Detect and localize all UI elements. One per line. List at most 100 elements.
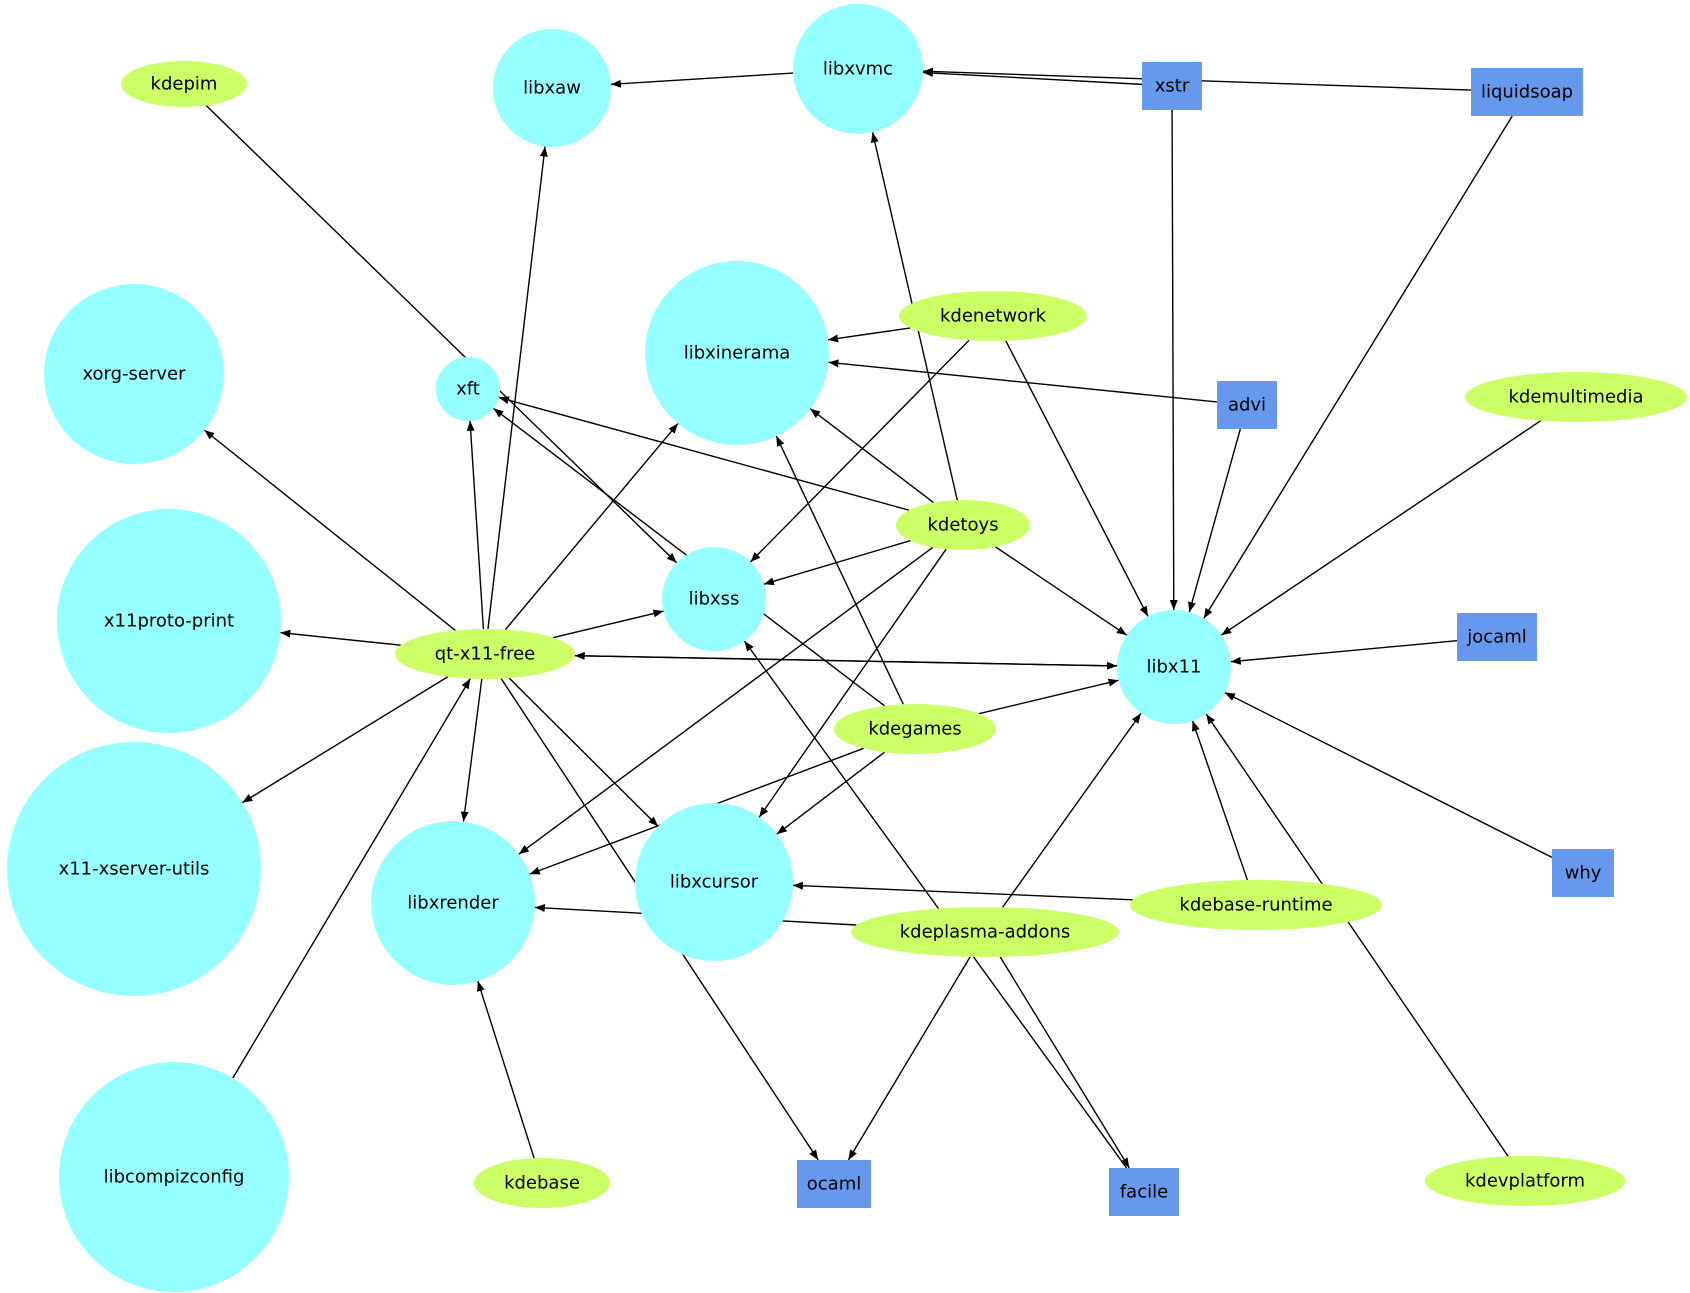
node-kdenetwork[interactable]: kdenetwork — [899, 291, 1087, 341]
edge-kdetoys-to-xft — [498, 396, 910, 511]
node-label: kdemultimedia — [1509, 387, 1644, 408]
node-label: x11proto-print — [104, 611, 234, 632]
node-label: kdevplatform — [1465, 1171, 1585, 1192]
node-shape-ellipse — [1425, 1156, 1625, 1206]
node-libxcursor[interactable]: libxcursor — [635, 803, 793, 961]
node-shape-circle — [493, 29, 611, 147]
edge-qt-x11-free-to-libxinerama — [504, 423, 679, 631]
edge-advi-to-libx11 — [1188, 428, 1241, 613]
node-libxaw[interactable]: libxaw — [493, 29, 611, 147]
node-liquidsoap[interactable]: liquidsoap — [1471, 68, 1583, 116]
node-label: libxinerama — [684, 343, 791, 364]
node-shape-ellipse — [1130, 880, 1382, 930]
edge-advi-to-libxinerama — [828, 359, 1218, 403]
node-kdeplasma-addons[interactable]: kdeplasma-addons — [851, 907, 1119, 957]
node-label: facile — [1120, 1182, 1168, 1203]
node-label: x11-xserver-utils — [59, 859, 210, 880]
node-label: kdetoys — [927, 515, 998, 536]
node-label: libxaw — [523, 78, 581, 99]
edge-kdeplasma-addons-to-libx11 — [1002, 712, 1142, 908]
node-libxrender[interactable]: libxrender — [371, 821, 535, 985]
node-libcompizconfig[interactable]: libcompizconfig — [59, 1062, 289, 1292]
node-label: libxss — [689, 589, 740, 610]
node-label: xft — [456, 379, 480, 400]
node-label: kdepim — [151, 74, 218, 95]
node-label: kdenetwork — [940, 306, 1047, 327]
edge-kdeplasma-addons-to-facile — [999, 956, 1130, 1169]
edge-qt-x11-free-to-xft — [466, 420, 485, 630]
edge-kdemultimedia-to-libx11 — [1220, 420, 1542, 636]
node-shape-circle — [59, 1062, 289, 1292]
node-shape-ellipse — [1465, 372, 1687, 422]
edge-kdetoys-to-libx11 — [995, 546, 1128, 636]
node-shape-box — [797, 1160, 871, 1208]
edge-kdebase-to-libxrender — [477, 980, 535, 1159]
node-shape-box — [1142, 62, 1202, 110]
edge-libcompizconfig-to-qt-x11-free — [232, 678, 471, 1079]
node-xft[interactable]: xft — [436, 357, 500, 421]
node-ocaml[interactable]: ocaml — [797, 1160, 871, 1208]
node-shape-box — [1471, 68, 1583, 116]
node-why[interactable]: why — [1552, 849, 1614, 897]
node-label: kdeplasma-addons — [900, 922, 1071, 943]
node-shape-circle — [662, 547, 766, 651]
edge-libxvmc-to-libxaw — [610, 72, 794, 88]
node-libxss[interactable]: libxss — [662, 547, 766, 651]
node-shape-box — [1217, 381, 1277, 429]
node-label: liquidsoap — [1481, 82, 1573, 103]
node-label: ocaml — [807, 1174, 861, 1195]
node-label: jocaml — [1466, 627, 1526, 648]
edge-kdenetwork-to-libxss — [750, 339, 970, 563]
node-label: xorg-server — [82, 364, 186, 385]
node-label: kdebase-runtime — [1179, 895, 1332, 916]
node-libx11[interactable]: libx11 — [1117, 610, 1231, 724]
node-x11-xserver-utils[interactable]: x11-xserver-utils — [7, 742, 261, 996]
node-qt-x11-free[interactable]: qt-x11-free — [395, 629, 575, 679]
node-kdegames[interactable]: kdegames — [834, 704, 996, 754]
node-shape-circle — [635, 803, 793, 961]
node-shape-circle — [371, 821, 535, 985]
edge-kdenetwork-to-libx11 — [1005, 340, 1149, 617]
edge-liquidsoap-to-libx11 — [1203, 115, 1513, 619]
edge-kdevplatform-to-libx11 — [1205, 713, 1509, 1157]
node-kdebase[interactable]: kdebase — [474, 1158, 610, 1208]
edge-kdegames-to-libxcursor — [776, 751, 885, 835]
node-label: xstr — [1155, 76, 1190, 97]
edge-qt-x11-free-to-libxcursor — [508, 677, 659, 827]
edge-kdetoys-to-libxrender — [518, 546, 934, 855]
node-label: why — [1565, 863, 1602, 884]
node-shape-ellipse — [899, 291, 1087, 341]
node-xstr[interactable]: xstr — [1142, 62, 1202, 110]
node-libxvmc[interactable]: libxvmc — [793, 4, 923, 134]
node-kdevplatform[interactable]: kdevplatform — [1425, 1156, 1625, 1206]
edge-kdegames-to-libxinerama — [775, 435, 904, 705]
node-shape-box — [1552, 849, 1614, 897]
node-xorg-server[interactable]: xorg-server — [44, 284, 224, 464]
node-label: libcompizconfig — [104, 1167, 245, 1188]
edge-kdetoys-to-libxcursor — [758, 548, 947, 818]
node-kdetoys[interactable]: kdetoys — [896, 500, 1030, 550]
node-shape-circle — [793, 4, 923, 134]
edge-why-to-libx11 — [1224, 692, 1553, 859]
node-kdepim[interactable]: kdepim — [121, 61, 247, 107]
node-kdemultimedia[interactable]: kdemultimedia — [1465, 372, 1687, 422]
node-x11proto-print[interactable]: x11proto-print — [57, 509, 281, 733]
node-jocaml[interactable]: jocaml — [1457, 613, 1537, 661]
node-shape-ellipse — [834, 704, 996, 754]
edge-libx11-to-qt-x11-free — [574, 651, 1118, 667]
edge-kdetoys-to-libxss — [763, 539, 911, 586]
node-advi[interactable]: advi — [1217, 381, 1277, 429]
node-shape-ellipse — [896, 500, 1030, 550]
node-kdebase-runtime[interactable]: kdebase-runtime — [1130, 880, 1382, 930]
edge-qt-x11-free-to-libxss — [552, 609, 664, 639]
node-shape-circle — [57, 509, 281, 733]
edge-kdebase-runtime-to-libx11 — [1191, 720, 1249, 881]
edge-kdebase-runtime-to-libxcursor — [792, 881, 1133, 901]
edge-kdetoys-to-libxinerama — [809, 408, 934, 504]
node-shape-circle — [645, 261, 829, 445]
node-facile[interactable]: facile — [1109, 1168, 1179, 1216]
node-label: kdegames — [868, 719, 961, 740]
node-libxinerama[interactable]: libxinerama — [645, 261, 829, 445]
edge-kdepim-to-libxss — [205, 105, 678, 564]
edge-jocaml-to-libx11 — [1230, 640, 1458, 665]
